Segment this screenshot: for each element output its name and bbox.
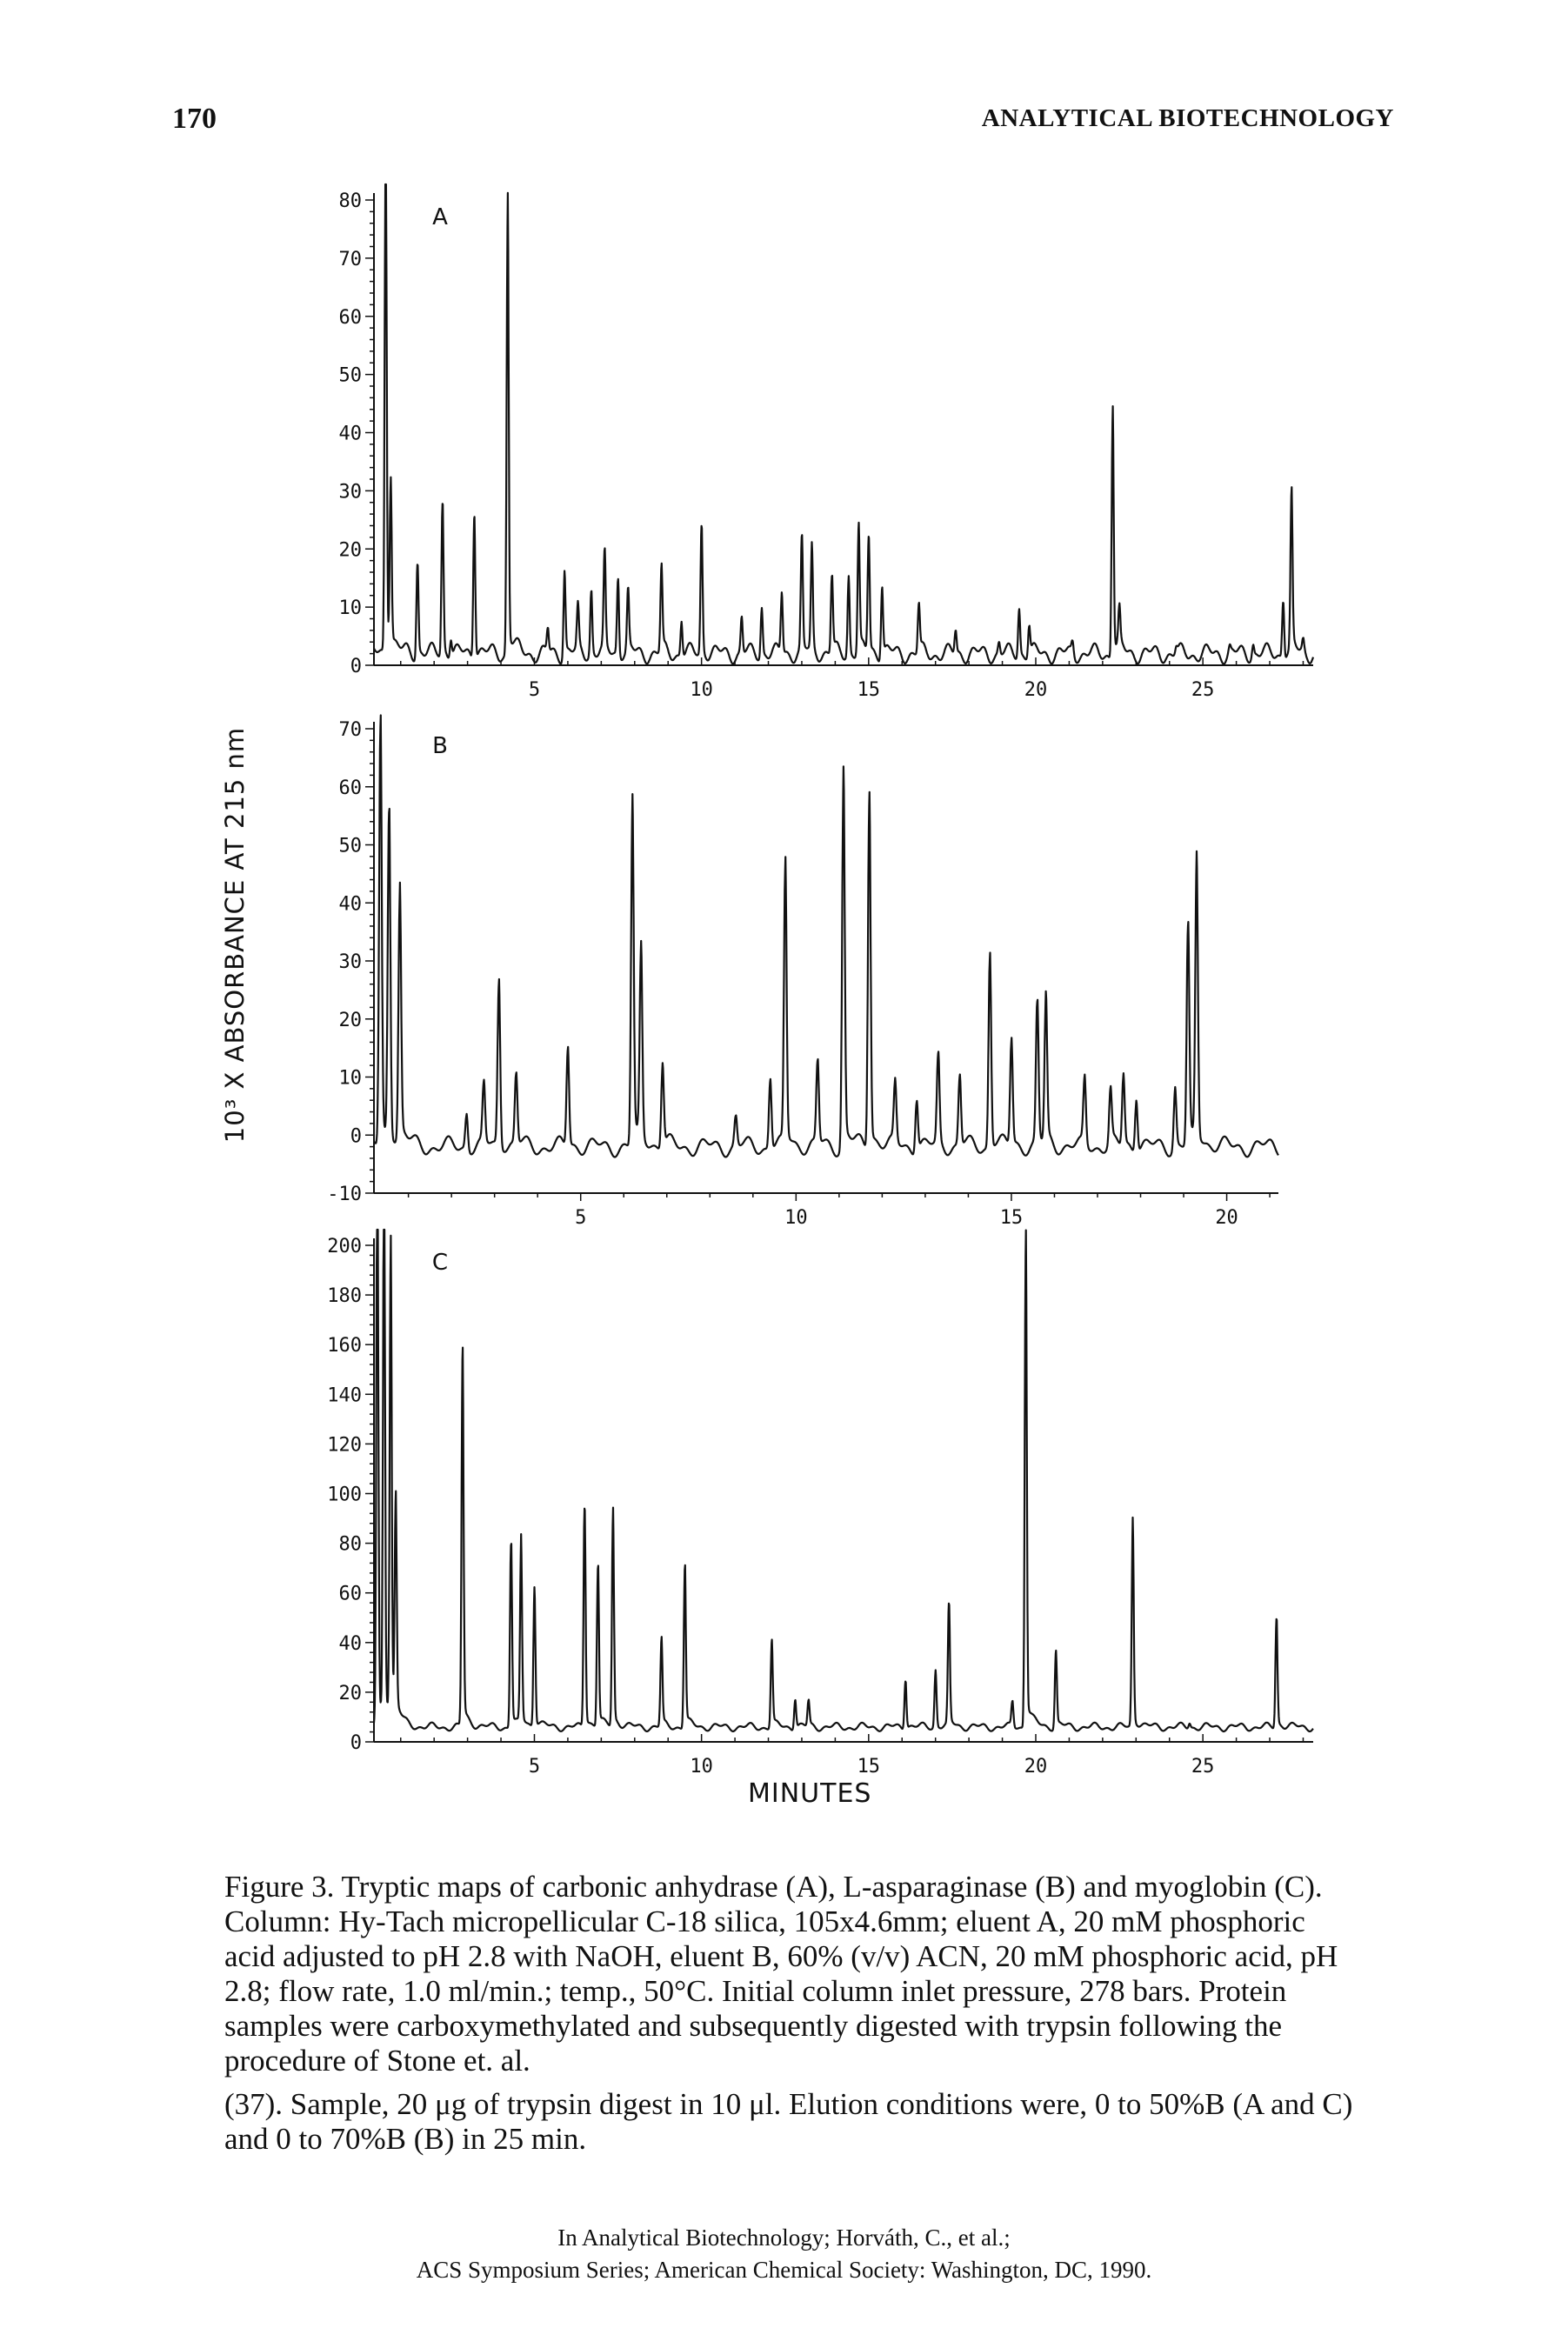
x-tick-label: 15 — [857, 679, 881, 701]
panel-letter: C — [432, 1250, 448, 1276]
panel-letter: A — [432, 204, 448, 230]
caption-paragraph: Figure 3. Tryptic maps of carbonic anhyd… — [224, 1870, 1338, 2078]
panel-letter: B — [432, 733, 448, 759]
x-tick-label: 20 — [1215, 1207, 1238, 1229]
y-tick-label: 40 — [339, 424, 363, 445]
running-head: ANALYTICAL BIOTECHNOLOGY — [981, 104, 1394, 132]
chromatogram-trace-C — [372, 1228, 1314, 1733]
y-tick-label: 10 — [339, 597, 363, 619]
x-tick-label: 10 — [690, 679, 713, 701]
y-tick-label: 80 — [339, 1534, 363, 1556]
citation-line: In Analytical Biotechnology; Horváth, C.… — [557, 2225, 1011, 2251]
y-tick-label: 0 — [350, 656, 362, 677]
y-tick-label: 50 — [339, 365, 363, 387]
y-tick-label: 0 — [350, 1125, 362, 1147]
y-tick-label: 70 — [339, 719, 363, 741]
x-tick-label: 10 — [784, 1207, 808, 1229]
y-tick-label: 20 — [339, 1683, 363, 1704]
y-tick-label: 40 — [339, 893, 363, 915]
citation-footer: In Analytical Biotechnology; Horváth, C.… — [0, 2222, 1568, 2286]
y-tick-label: 140 — [327, 1384, 362, 1406]
y-tick-label: -10 — [327, 1184, 362, 1205]
y-tick-label: 60 — [339, 307, 363, 329]
y-tick-label: 20 — [339, 539, 363, 561]
x-tick-label: 20 — [1024, 679, 1048, 701]
y-tick-label: 80 — [339, 190, 363, 212]
figure-caption: Figure 3. Tryptic maps of carbonic anhyd… — [224, 1870, 1355, 2157]
x-tick-label: 25 — [1191, 679, 1215, 701]
y-tick-label: 20 — [339, 1010, 363, 1031]
citation-line: ACS Symposium Series; American Chemical … — [416, 2257, 1152, 2283]
caption-paragraph-continued: (37). Sample, 20 μg of trypsin digest in… — [224, 2087, 1353, 2156]
y-tick-label: 40 — [339, 1633, 363, 1655]
x-tick-label: 25 — [1191, 1756, 1215, 1778]
x-tick-label: 5 — [529, 1756, 540, 1778]
y-tick-label: 100 — [327, 1484, 362, 1506]
chromatogram-trace-A — [373, 183, 1315, 665]
y-tick-label: 60 — [339, 1584, 363, 1605]
y-tick-label: 70 — [339, 249, 363, 270]
x-tick-label: 10 — [690, 1756, 713, 1778]
chromatogram-trace-B — [373, 714, 1279, 1158]
y-tick-label: 200 — [327, 1236, 362, 1257]
y-tick-label: 50 — [339, 836, 363, 857]
page-number: 170 — [172, 103, 217, 135]
x-axis-label: MINUTES — [748, 1778, 872, 1809]
y-tick-label: 160 — [327, 1335, 362, 1357]
y-tick-label: 180 — [327, 1285, 362, 1307]
y-tick-label: 0 — [350, 1732, 362, 1754]
y-tick-label: 30 — [339, 481, 363, 503]
y-tick-label: 120 — [327, 1434, 362, 1456]
y-tick-label: 60 — [339, 777, 363, 799]
x-tick-label: 5 — [529, 679, 540, 701]
y-tick-label: 10 — [339, 1068, 363, 1090]
x-tick-label: 20 — [1024, 1756, 1048, 1778]
x-tick-label: 15 — [857, 1756, 881, 1778]
y-tick-label: 30 — [339, 951, 363, 973]
x-tick-label: 5 — [575, 1207, 586, 1229]
x-tick-label: 15 — [1000, 1207, 1024, 1229]
